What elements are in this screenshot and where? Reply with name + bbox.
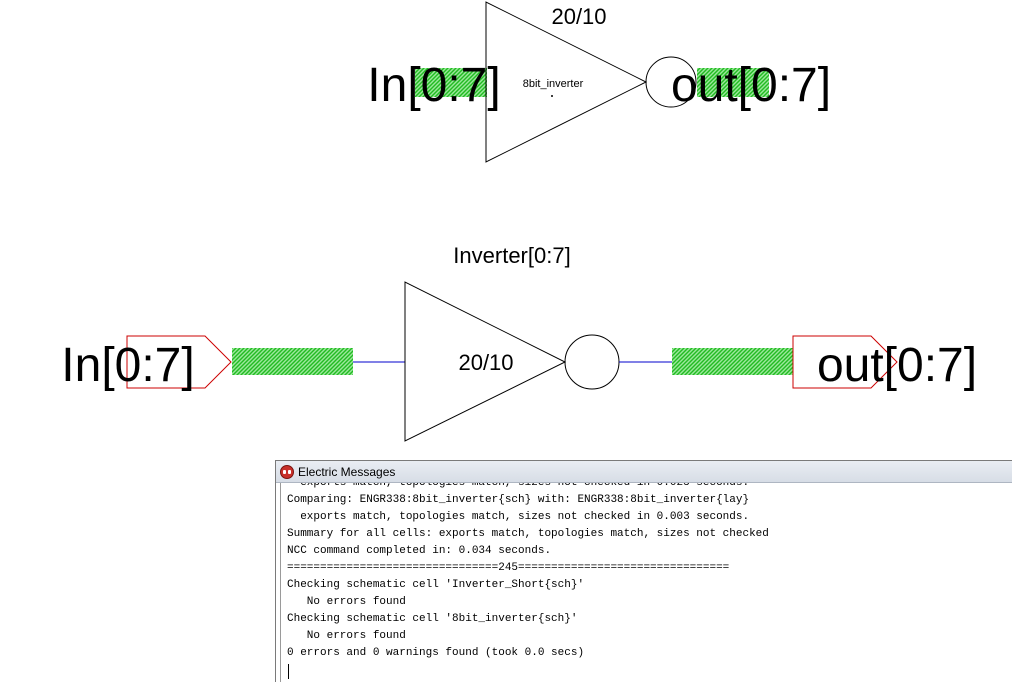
message-line: Comparing: ENGR338:8bit_inverter{sch} wi… <box>287 494 750 506</box>
input-export-pin[interactable] <box>126 335 232 389</box>
message-line: exports match, topologies match, sizes n… <box>287 511 750 523</box>
output-export-label[interactable]: out[0:7] <box>817 339 977 392</box>
inverter-size-label: 20/10 <box>458 350 513 375</box>
inverter-bubble[interactable] <box>564 334 620 390</box>
icon-output-export-label[interactable]: out[0:7] <box>671 59 831 112</box>
messages-window[interactable]: Electric Messages exports match, topolog… <box>275 460 1012 682</box>
schematic-inverter-group[interactable]: Inverter[0:7] In[0:7] 20/10 out[0:7] <box>61 243 977 442</box>
output-bus-wire[interactable] <box>672 348 793 375</box>
icon-input-bus-wire[interactable] <box>415 68 487 97</box>
messages-titlebar[interactable]: Electric Messages <box>276 461 1012 483</box>
message-line: No errors found <box>287 596 406 608</box>
icon-size-label: 20/10 <box>551 4 606 29</box>
message-line: Summary for all cells: exports match, to… <box>287 528 769 540</box>
message-line: exports match, topologies match, sizes n… <box>287 483 750 489</box>
message-line: Checking schematic cell 'Inverter_Short{… <box>287 579 585 591</box>
icon-center-dot <box>551 95 553 97</box>
messages-log[interactable]: exports match, topologies match, sizes n… <box>287 483 1012 662</box>
messages-text-area[interactable]: exports match, topologies match, sizes n… <box>280 483 1012 682</box>
icon-cell-name: 8bit_inverter <box>523 78 584 90</box>
inverter-triangle[interactable] <box>404 281 567 442</box>
message-line: No errors found <box>287 630 406 642</box>
text-caret <box>288 664 289 679</box>
message-line: Checking schematic cell '8bit_inverter{s… <box>287 613 578 625</box>
icon-inverter-triangle[interactable] <box>485 1 648 163</box>
message-line: 0 errors and 0 warnings found (took 0.0 … <box>287 647 585 659</box>
icon-inverter-bubble[interactable] <box>645 56 697 108</box>
icon-output-bus-wire[interactable] <box>697 68 769 97</box>
icon-input-export-label[interactable]: In[0:7] <box>367 59 500 112</box>
input-export-label[interactable]: In[0:7] <box>61 339 194 392</box>
input-bus-wire[interactable] <box>232 348 353 375</box>
message-line: ================================245=====… <box>287 562 730 574</box>
message-line: NCC command completed in: 0.034 seconds. <box>287 545 552 557</box>
output-export-pin[interactable] <box>792 335 898 389</box>
electric-app-icon <box>280 464 294 479</box>
icon-inverter-instance[interactable]: 20/10 8bit_inverter In[0:7] out[0:7] <box>367 1 831 163</box>
messages-window-title: Electric Messages <box>298 464 396 479</box>
instance-name-label: Inverter[0:7] <box>453 243 570 268</box>
